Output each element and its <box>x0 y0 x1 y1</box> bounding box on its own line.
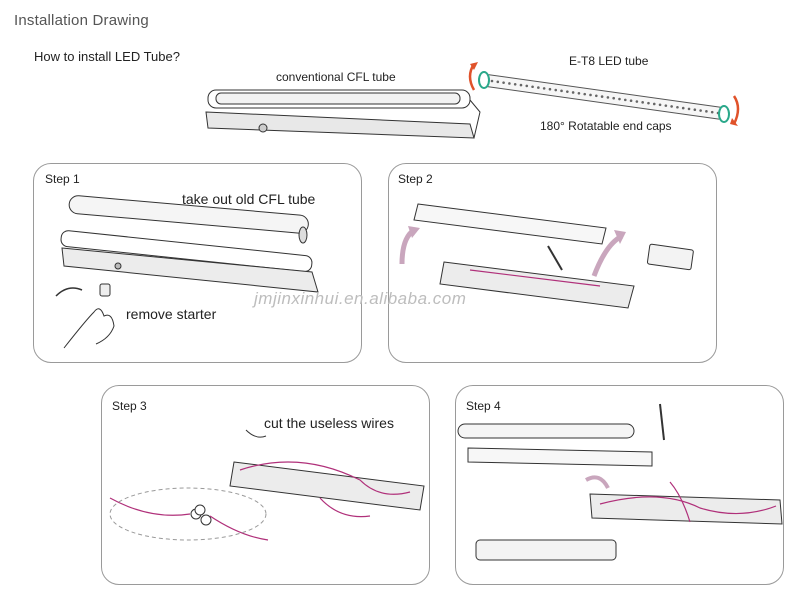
led-dot <box>496 80 500 84</box>
led-dot <box>606 96 610 99</box>
cut-wires-label: cut the useless wires <box>264 415 394 431</box>
led-dot <box>560 89 563 93</box>
led-tube-drawing <box>468 62 740 126</box>
led-dot <box>647 101 650 105</box>
led-dot <box>618 97 621 101</box>
top-illustrations <box>205 62 740 139</box>
led-dot <box>490 79 494 83</box>
subtitle: How to install LED Tube? <box>34 49 180 64</box>
led-dot <box>670 105 673 108</box>
led-dot <box>542 87 546 90</box>
led-dot <box>629 99 633 102</box>
step-3-title: Step 3 <box>112 399 147 413</box>
led-dot <box>664 104 668 107</box>
led-dot <box>577 92 581 95</box>
led-dot <box>531 85 534 89</box>
led-dot <box>687 107 691 111</box>
led-dot <box>641 101 644 104</box>
led-dot <box>699 109 702 112</box>
led-dot <box>554 88 558 92</box>
take-out-label: take out old CFL tube <box>182 191 316 207</box>
cfl-tube-label: conventional CFL tube <box>276 70 396 84</box>
led-dot <box>652 102 656 106</box>
led-dot <box>513 82 517 86</box>
led-dot <box>525 84 529 88</box>
led-dot <box>571 91 575 94</box>
step-4-title: Step 4 <box>466 399 501 413</box>
led-dot <box>566 90 569 93</box>
remove-starter-label: remove starter <box>126 306 217 322</box>
led-dot <box>681 106 685 110</box>
led-dot <box>519 83 523 87</box>
end-caps-label: 180° Rotatable end caps <box>540 119 672 133</box>
led-dot <box>658 103 662 107</box>
watermark: jmjinxinhui.en.alibaba.com <box>254 289 467 308</box>
led-dot <box>612 96 615 100</box>
led-tube-label: E-T8 LED tube <box>569 54 649 68</box>
led-dot <box>705 110 708 113</box>
led-dot <box>623 98 627 102</box>
led-dot <box>635 100 639 103</box>
led-dot <box>548 87 552 91</box>
led-dot <box>693 108 697 112</box>
cfl-fixture-drawing <box>205 89 481 139</box>
page-title: Installation Drawing <box>14 12 149 29</box>
step-1-title: Step 1 <box>45 172 80 186</box>
step-2-title: Step 2 <box>398 172 433 186</box>
led-dot <box>508 82 511 85</box>
led-dot <box>502 81 505 84</box>
led-dot <box>589 93 592 97</box>
led-dot <box>600 95 604 98</box>
led-dot <box>537 86 540 89</box>
led-dot <box>676 105 679 109</box>
led-dot <box>583 92 587 96</box>
led-dot <box>595 94 598 98</box>
led-dot <box>710 110 714 114</box>
